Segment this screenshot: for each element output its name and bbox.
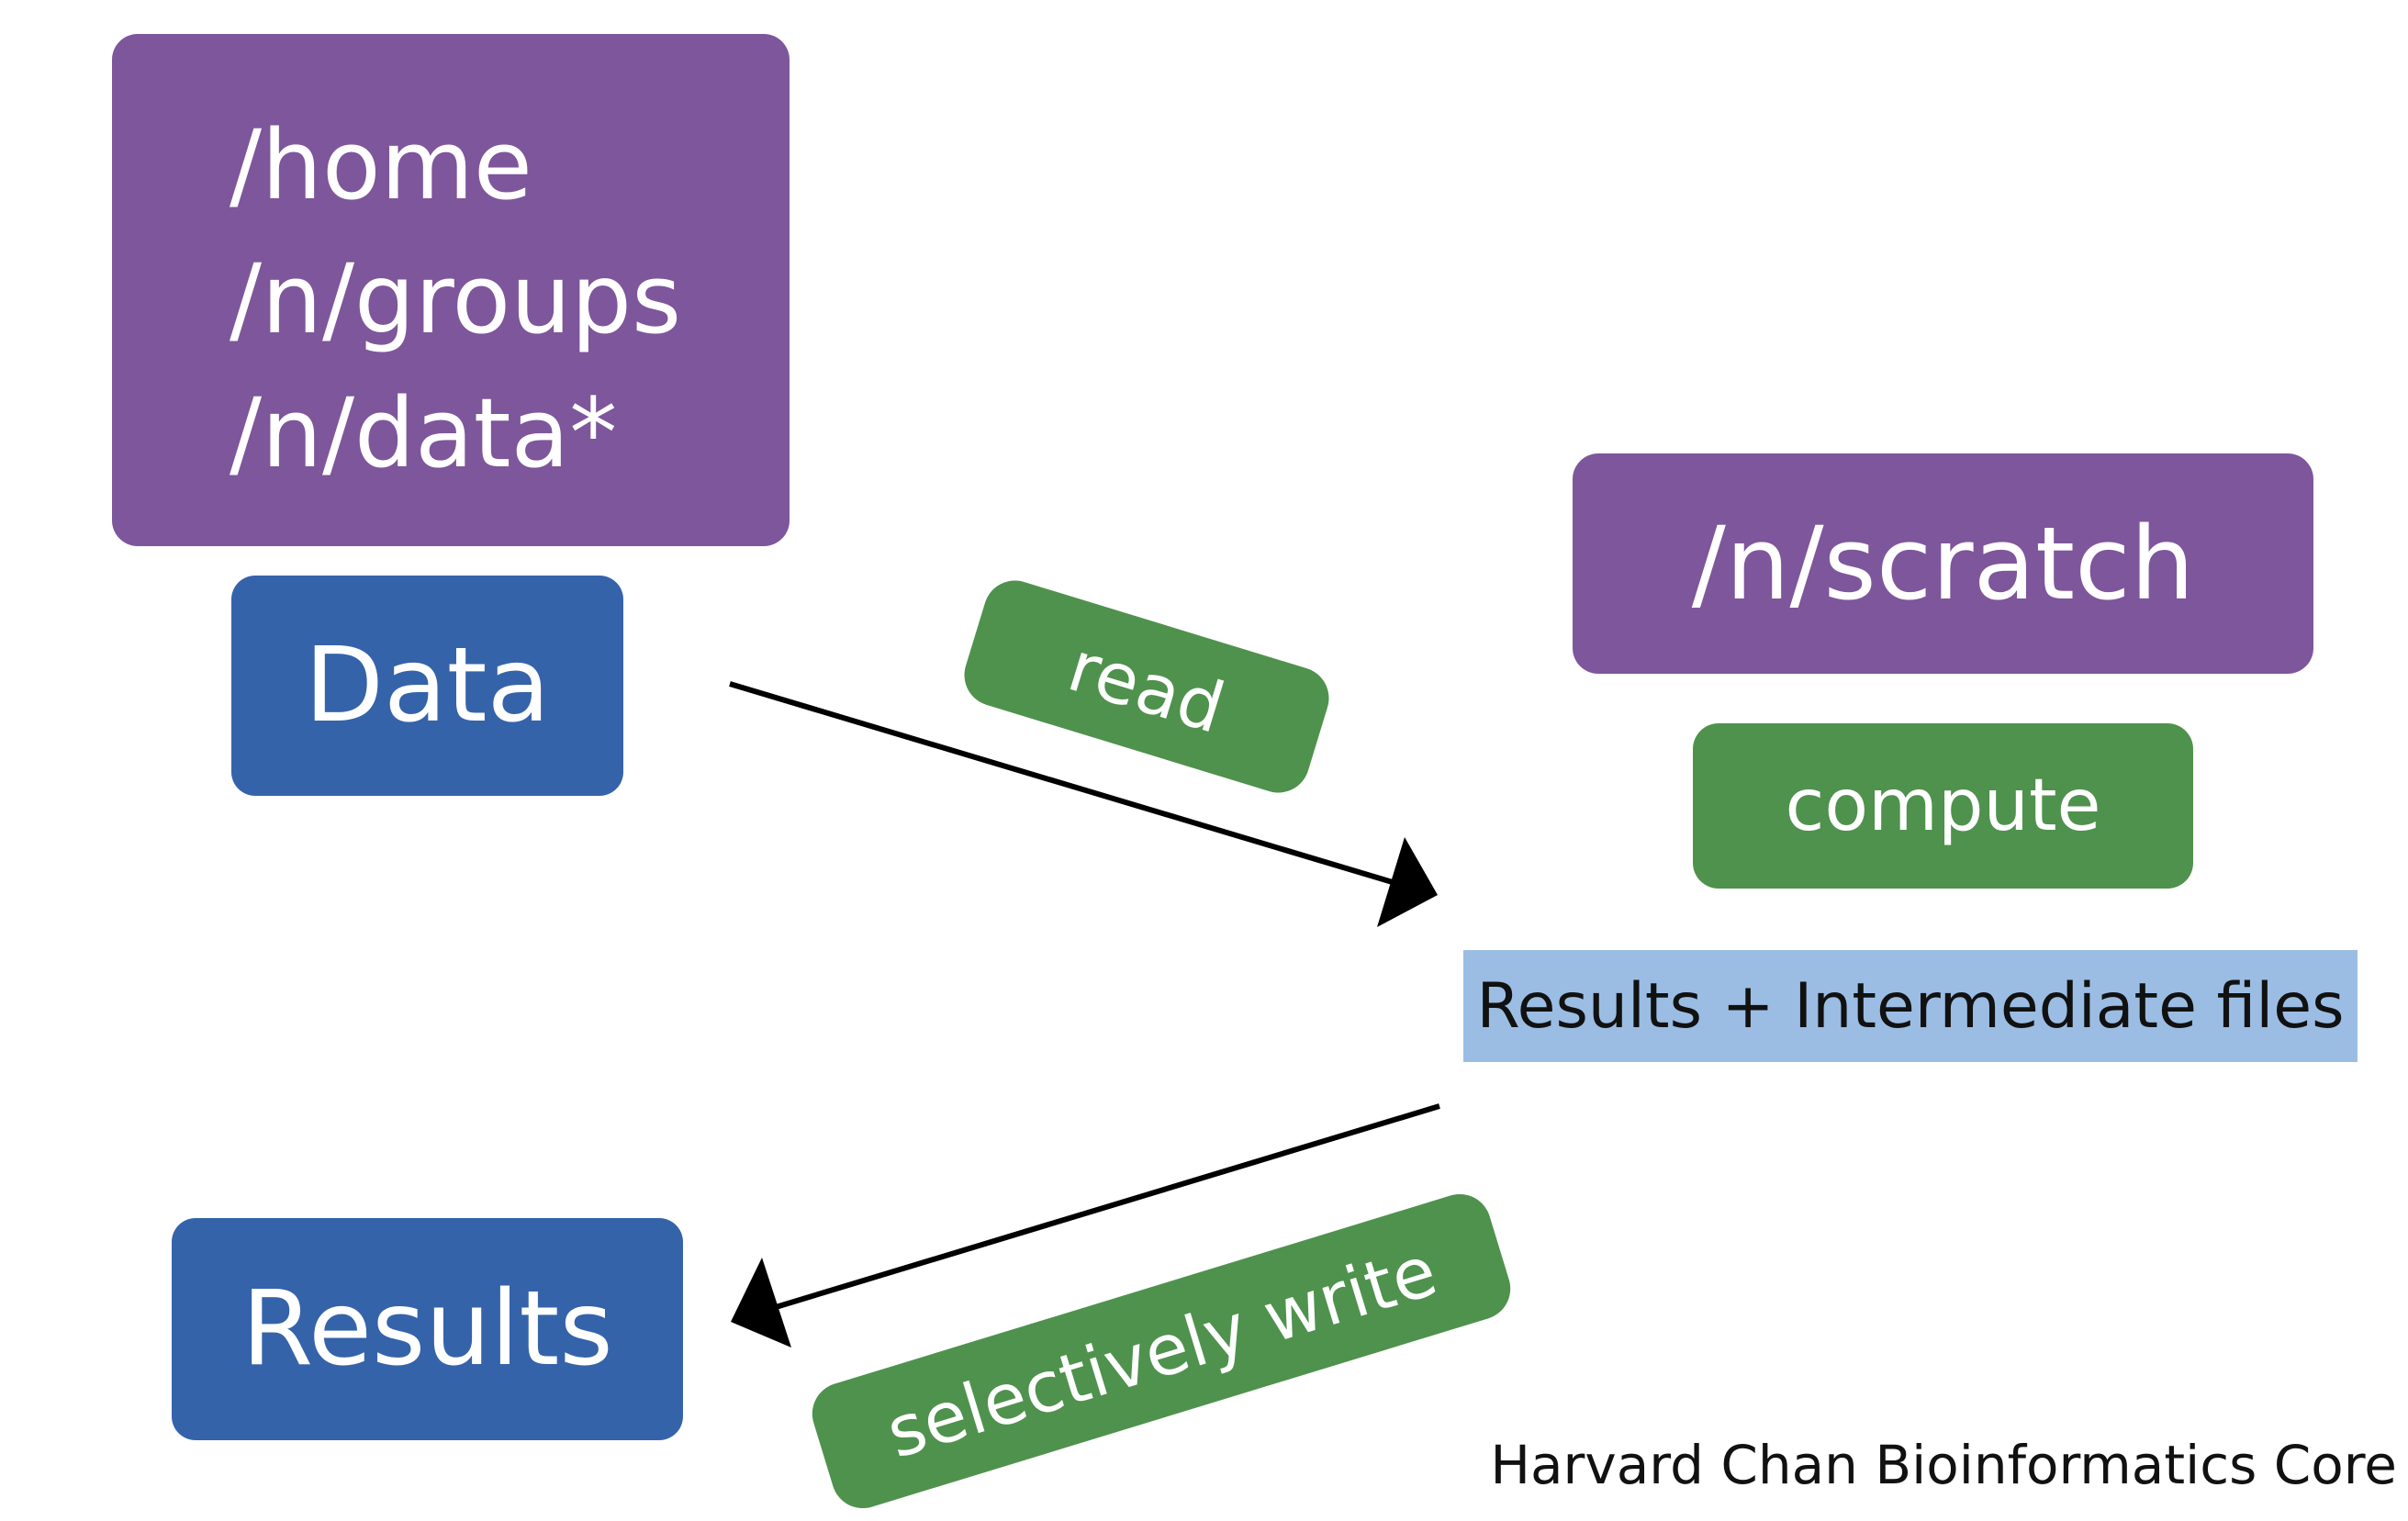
write-arrow <box>731 1103 1440 1348</box>
results-intermediate-files-box: Results + Intermediate files <box>1463 950 2358 1062</box>
credit-text: Harvard Chan Bioinformatics Core <box>1490 1434 2397 1496</box>
results-intermediate-files-label: Results + Intermediate files <box>1476 969 2345 1043</box>
results-box: Results <box>172 1218 683 1440</box>
compute-box: compute <box>1693 723 2193 889</box>
data-path-label: /n/data* <box>230 377 618 489</box>
scratch-box: /n/scratch <box>1573 453 2313 674</box>
data-box: Data <box>231 576 623 796</box>
read-label: read <box>1059 624 1234 749</box>
groups-path-label: /n/groups <box>230 243 682 355</box>
scratch-label: /n/scratch <box>1691 505 2195 622</box>
data-label: Data <box>304 626 551 745</box>
results-label: Results <box>241 1269 613 1389</box>
compute-label: compute <box>1785 765 2101 847</box>
read-arrow <box>729 681 1438 927</box>
home-path-label: /home <box>230 109 532 221</box>
storage-locations-box: /home /n/groups /n/data* <box>112 34 790 546</box>
